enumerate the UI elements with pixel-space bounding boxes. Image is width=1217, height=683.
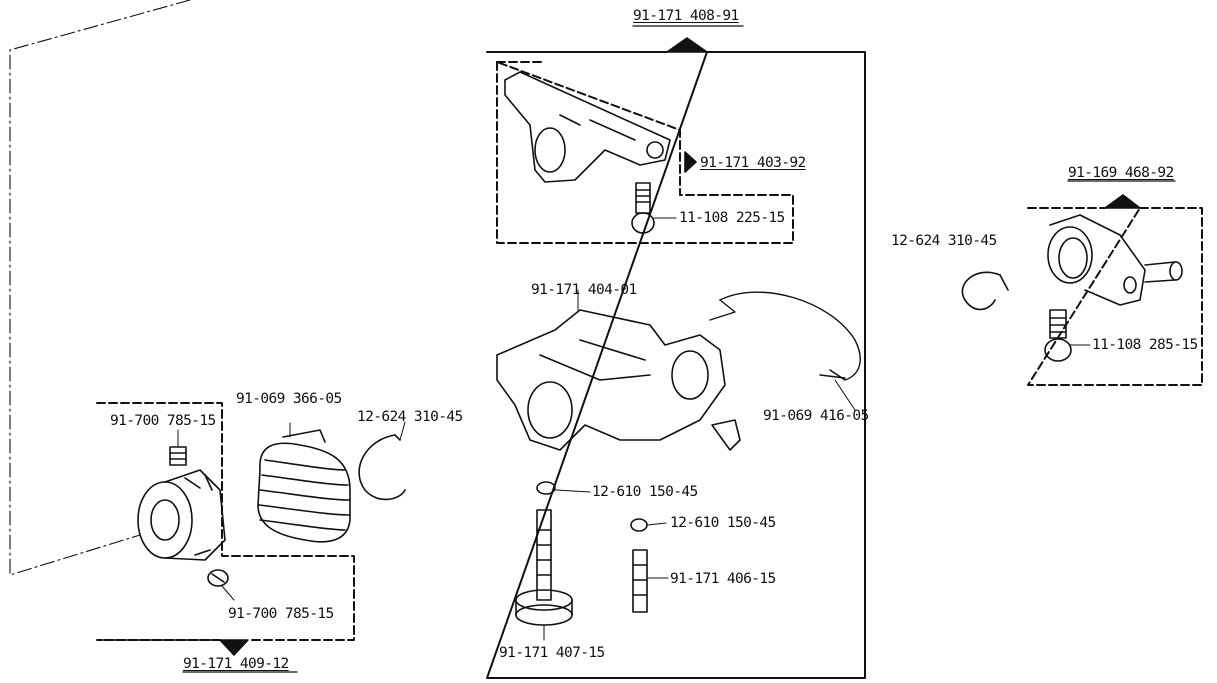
label-pin-short: 91-171 406-15 <box>670 571 776 587</box>
label-setscrew-bottom: 91-700 785-15 <box>228 606 334 622</box>
left-assembly-box <box>96 402 355 641</box>
label-bracket: 91-171 404-01 <box>531 282 637 298</box>
left-ring-drawing <box>358 421 406 501</box>
thumb-screw-drawing <box>515 509 573 641</box>
spring-wire-drawing <box>709 291 861 411</box>
bracket-drawing <box>496 289 741 451</box>
center-assembly-marker <box>666 37 708 53</box>
label-screw-right: 11-108 285-15 <box>1092 337 1198 353</box>
label-setscrew-top: 91-700 785-15 <box>110 413 216 429</box>
eclip-1-drawing <box>536 481 591 495</box>
label-spring-wire: 91-069 416-05 <box>763 408 869 424</box>
short-pin-drawing <box>632 549 669 613</box>
label-ring-right: 12-624 310-45 <box>891 233 997 249</box>
right-housing-drawing <box>1047 214 1183 306</box>
label-ring-left: 12-624 310-45 <box>357 409 463 425</box>
setscrew-bottom-drawing <box>207 569 235 601</box>
label-torsion-spring: 91-069 366-05 <box>236 391 342 407</box>
lever-subassembly-box <box>496 61 794 244</box>
eclip-2-drawing <box>630 518 667 532</box>
label-screw-lever: 11-108 225-15 <box>679 210 785 226</box>
center-assembly-frame <box>486 25 866 679</box>
lever-screw-drawing <box>631 182 677 234</box>
label-assembly-right: 91-169 468-92 <box>1068 165 1174 181</box>
setscrew-top-drawing <box>169 429 187 466</box>
label-assembly-left: 91-171 409-12 <box>183 656 289 672</box>
label-eclip-2: 12-610 150-45 <box>670 515 776 531</box>
right-assembly-marker <box>1104 194 1141 209</box>
label-eclip-1: 12-610 150-45 <box>592 484 698 500</box>
right-ring-drawing <box>961 271 1009 311</box>
torsion-spring-drawing <box>257 422 351 543</box>
lever-arm-drawing <box>504 71 671 183</box>
left-assembly-marker <box>219 639 249 656</box>
label-assembly-top: 91-171 408-91 <box>633 8 739 24</box>
collar-drawing <box>137 469 226 561</box>
right-screw-drawing <box>1044 309 1091 362</box>
label-subassembly-lever: 91-171 403-92 <box>700 155 806 171</box>
label-thumb-screw: 91-171 407-15 <box>499 645 605 661</box>
lever-subassembly-marker <box>684 151 697 173</box>
phantom-outline <box>9 0 191 576</box>
